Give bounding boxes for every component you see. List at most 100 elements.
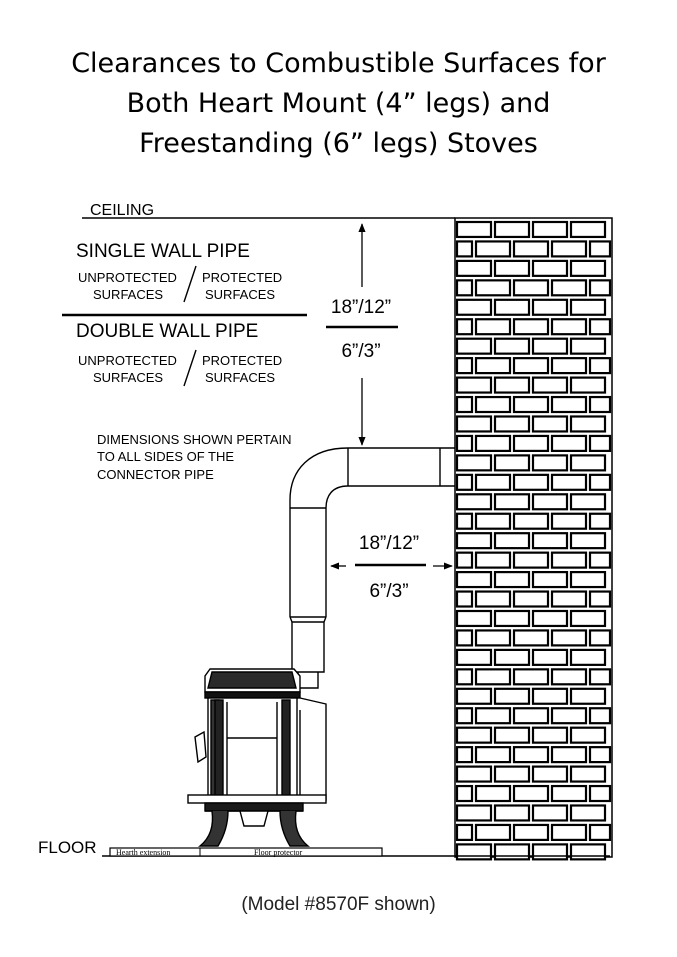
- brick: [455, 512, 474, 530]
- brick: [493, 765, 531, 783]
- ceiling-label: CEILING: [90, 202, 154, 219]
- vertical-clearance-double: 6”/3”: [341, 341, 380, 362]
- brick: [531, 804, 569, 822]
- brick: [588, 629, 612, 647]
- double-protected-label: PROTECTED: [202, 353, 282, 368]
- page-title: Clearances to Combustible Surfaces for B…: [0, 44, 677, 164]
- brick: [455, 784, 474, 803]
- single-protected-label: PROTECTED: [202, 270, 282, 285]
- brick: [455, 823, 474, 842]
- brick: [588, 512, 612, 530]
- brick: [569, 259, 607, 277]
- brick: [455, 804, 493, 822]
- hearth-extension-label: Hearth extension: [116, 848, 170, 857]
- brick: [550, 707, 588, 725]
- brick: [455, 707, 474, 725]
- brick: [531, 454, 569, 472]
- title-line-2: Both Heart Mount (4” legs) and: [126, 88, 551, 119]
- brick: [493, 687, 531, 705]
- brick: [455, 648, 493, 666]
- brick: [493, 259, 531, 277]
- brick: [569, 687, 607, 705]
- brick: [531, 298, 569, 316]
- brick: [550, 318, 588, 336]
- brick: [588, 823, 612, 842]
- brick: [474, 279, 512, 297]
- brick: [493, 454, 531, 472]
- brick: [455, 473, 474, 491]
- brick: [512, 434, 550, 453]
- brick: [588, 590, 612, 608]
- brick: [474, 668, 512, 686]
- brick: [455, 279, 474, 297]
- brick: [493, 376, 531, 394]
- brick-wall: [454, 217, 613, 861]
- brick: [455, 395, 474, 414]
- brick: [569, 804, 607, 822]
- brick: [531, 570, 569, 589]
- brick: [493, 220, 531, 239]
- brick: [550, 240, 588, 258]
- brick: [474, 823, 512, 842]
- brick: [455, 357, 474, 375]
- brick: [493, 415, 531, 433]
- brick: [455, 843, 493, 861]
- brick: [531, 609, 569, 628]
- brick: [512, 590, 550, 608]
- brick: [588, 318, 612, 336]
- brick: [531, 220, 569, 239]
- brick: [474, 240, 512, 258]
- brick: [493, 804, 531, 822]
- brick: [550, 746, 588, 764]
- connector-pipe: [289, 447, 455, 689]
- brick: [531, 765, 569, 783]
- brick: [512, 279, 550, 297]
- brick: [569, 337, 607, 355]
- note-line-1: DIMENSIONS SHOWN PERTAIN: [97, 432, 292, 447]
- brick: [531, 648, 569, 666]
- brick: [474, 395, 512, 414]
- brick: [474, 473, 512, 491]
- brick: [455, 220, 493, 239]
- brick: [569, 843, 607, 861]
- brick: [512, 823, 550, 842]
- brick: [474, 707, 512, 725]
- brick: [550, 823, 588, 842]
- brick: [493, 532, 531, 550]
- brick: [512, 473, 550, 491]
- brick: [474, 551, 512, 569]
- brick: [512, 240, 550, 258]
- brick: [512, 784, 550, 803]
- brick: [550, 551, 588, 569]
- brick: [455, 434, 474, 453]
- single-wall-heading: SINGLE WALL PIPE: [76, 241, 250, 262]
- brick: [512, 357, 550, 375]
- brick: [569, 765, 607, 783]
- double-slash: [183, 349, 197, 387]
- brick: [474, 746, 512, 764]
- brick: [512, 551, 550, 569]
- brick: [531, 493, 569, 511]
- brick: [588, 395, 612, 414]
- brick: [455, 532, 493, 550]
- brick: [512, 707, 550, 725]
- brick: [493, 843, 531, 861]
- brick: [455, 376, 493, 394]
- brick: [512, 668, 550, 686]
- brick: [569, 220, 607, 239]
- brick: [531, 843, 569, 861]
- note-line-2: TO ALL SIDES OF THE: [97, 449, 234, 464]
- brick: [455, 570, 493, 589]
- brick: [569, 454, 607, 472]
- brick: [493, 298, 531, 316]
- brick: [455, 609, 493, 628]
- brick: [455, 629, 474, 647]
- brick: [455, 337, 493, 355]
- horizontal-clearance-single: 18”/12”: [359, 533, 419, 554]
- brick: [550, 590, 588, 608]
- double-protected-surfaces: SURFACES: [205, 370, 275, 385]
- brick: [588, 434, 612, 453]
- single-unprotected-label: UNPROTECTED: [78, 270, 177, 285]
- brick: [531, 376, 569, 394]
